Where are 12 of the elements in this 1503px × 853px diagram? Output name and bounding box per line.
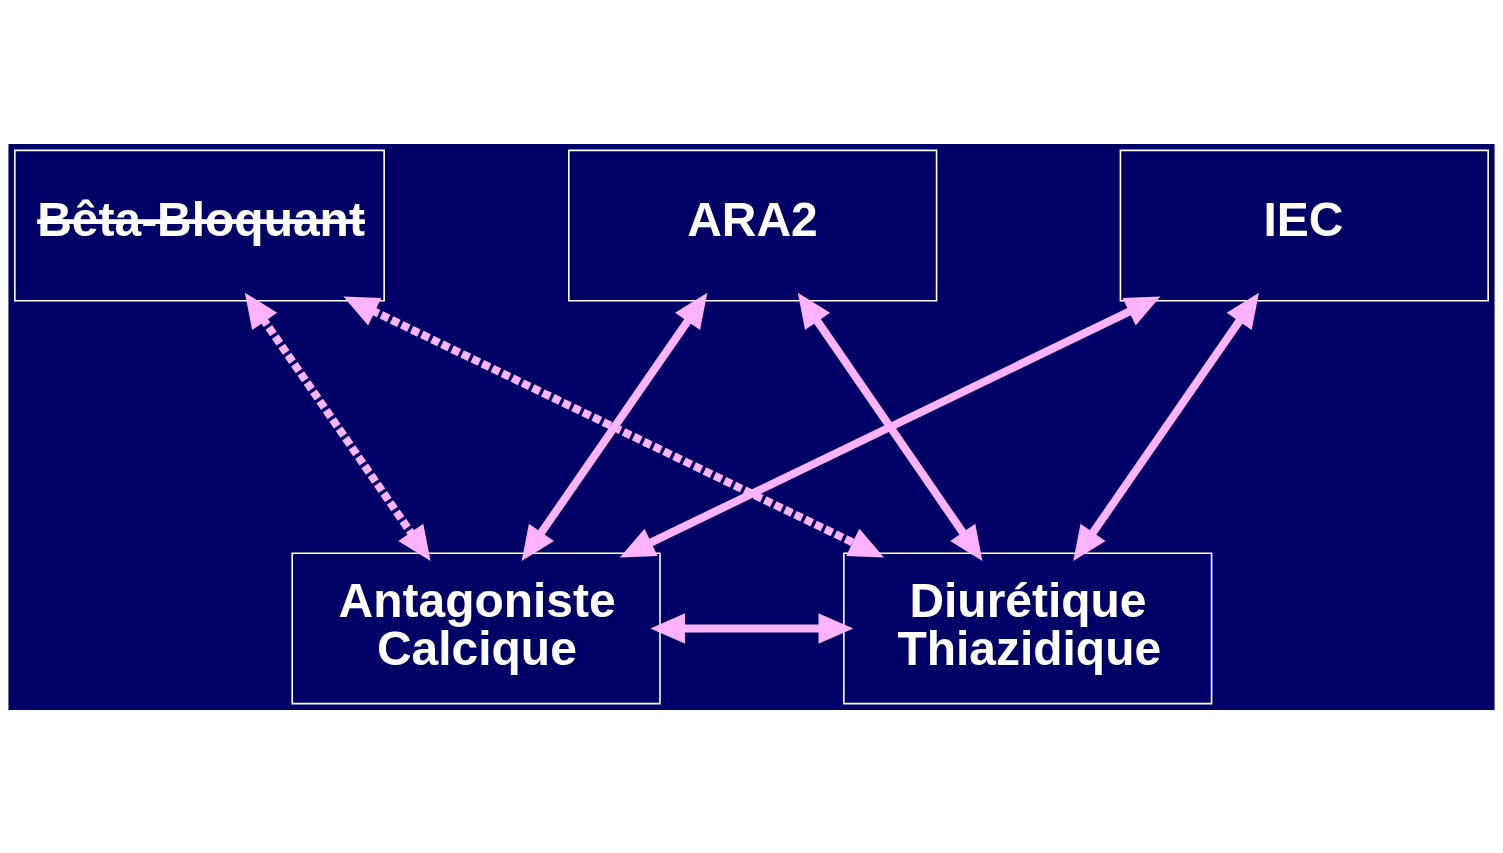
arrow: [343, 296, 884, 557]
node-box: ARA2: [568, 149, 938, 301]
arrow: [797, 292, 983, 561]
node-box: Diurétique Thiazidique: [843, 552, 1213, 704]
node-box: IEC: [1119, 149, 1489, 301]
arrow: [1073, 292, 1259, 561]
arrow: [619, 296, 1161, 557]
arrow: [521, 292, 708, 561]
node-box: Antagoniste Calcique: [291, 552, 661, 704]
node-box: Bêta-Bloquant: [14, 149, 385, 301]
arrow: [650, 612, 854, 644]
arrow: [244, 292, 431, 561]
